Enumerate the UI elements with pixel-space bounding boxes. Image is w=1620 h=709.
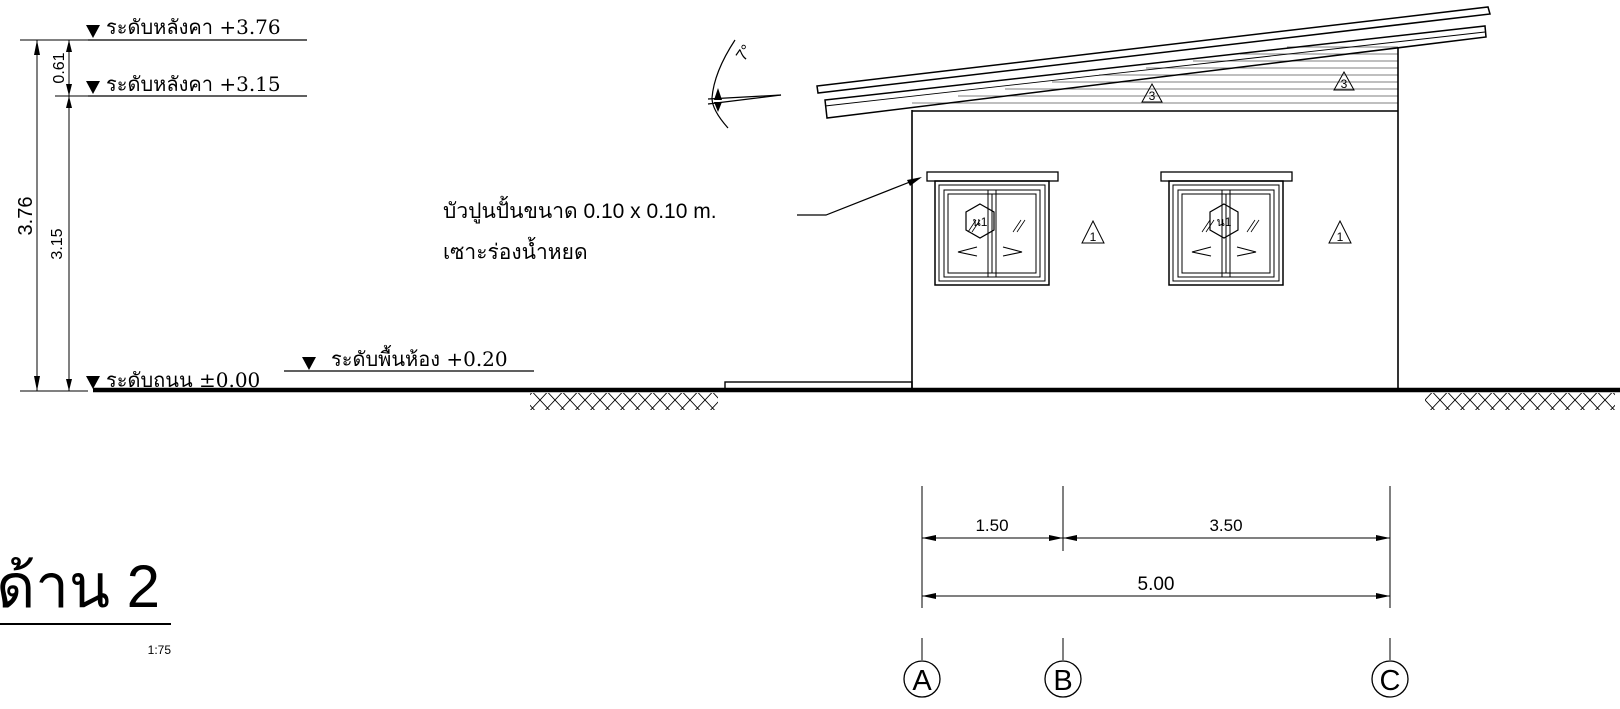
svg-text:A: A	[912, 665, 932, 697]
svg-text:B: B	[1053, 665, 1072, 697]
roof-fascia	[824, 25, 1487, 119]
svg-text:3: 3	[1341, 77, 1348, 91]
callout-arrow-icon	[907, 177, 922, 186]
window-left: น1	[926, 171, 1059, 286]
soil-hatch-left	[530, 393, 718, 410]
ground	[93, 381, 1620, 410]
callout-line-2: เซาะร่องน้ำหยด	[443, 237, 588, 264]
level-triangle-icon	[86, 81, 100, 94]
view-title-block: ด้าน 2 1:75	[0, 553, 171, 657]
building-elevation: 3 3 น1	[816, 6, 1491, 390]
level-label-floor: ระดับพื้นห้อง +0.20	[331, 345, 508, 371]
dimension-a-b: 1.50	[975, 516, 1008, 535]
level-label-roof-top: ระดับหลังคา +3.76	[106, 15, 281, 39]
level-label-roof-low: ระดับหลังคา +3.15	[106, 72, 281, 96]
level-triangle-icon	[86, 376, 100, 389]
window-right: น1	[1160, 171, 1293, 286]
grid-axis-markers: A B C	[903, 638, 1409, 698]
svg-text:1: 1	[1090, 230, 1097, 244]
dimension-a-c: 5.00	[1138, 574, 1175, 595]
svg-text:3: 3	[1149, 89, 1156, 103]
svg-text:C: C	[1380, 665, 1401, 697]
material-tag-fascia-right: 3	[1333, 70, 1355, 91]
level-triangle-icon	[86, 25, 100, 38]
level-markers: ระดับหลังคา +3.76 ระดับหลังคา +3.15 ระดั…	[20, 15, 534, 392]
dimension-b-c: 3.50	[1209, 516, 1242, 535]
roof-sheet	[816, 6, 1491, 94]
view-scale: 1:75	[148, 643, 172, 657]
grid-bubble-a: A	[903, 638, 941, 698]
material-tag-wall-left: 1	[1081, 219, 1105, 244]
material-tag-wall-right: 1	[1328, 219, 1352, 244]
grid-bubble-b: B	[1044, 638, 1082, 698]
dimension-upper-height: 0.61	[51, 52, 68, 83]
soil-hatch-right	[1425, 393, 1615, 410]
grid-bubble-c: C	[1371, 638, 1409, 698]
molding-callout: บัวปูนปั้นขนาด 0.10 x 0.10 m. เซาะร่องน้…	[443, 177, 922, 264]
view-title: ด้าน 2	[0, 553, 160, 620]
svg-text:1: 1	[1337, 230, 1344, 244]
window-tag-hexagon: น1	[965, 203, 995, 239]
vertical-dimensions: 3.76 0.61 3.15	[15, 40, 72, 391]
roof-angle-symbol: 7°	[707, 39, 782, 129]
callout-line-1: บัวปูนปั้นขนาด 0.10 x 0.10 m.	[443, 196, 717, 224]
dimension-lower-height: 3.15	[49, 228, 66, 259]
level-marker-floor: ระดับพื้นห้อง +0.20	[284, 345, 534, 372]
level-marker-roof-top: ระดับหลังคา +3.76	[86, 15, 307, 41]
level-triangle-icon	[302, 357, 316, 370]
material-tag-fascia-left: 3	[1141, 82, 1163, 103]
svg-text:น1: น1	[973, 215, 988, 229]
window-tag-hexagon: น1	[1209, 203, 1239, 239]
roof-angle-label: 7°	[733, 42, 756, 64]
horizontal-dimensions: 1.50 3.50 5.00	[921, 486, 1391, 608]
svg-text:น1: น1	[1217, 215, 1232, 229]
dimension-total-height: 3.76	[15, 197, 37, 236]
level-marker-roof-low: ระดับหลังคา +3.15	[86, 72, 307, 97]
window-sill-molding	[1160, 171, 1293, 182]
window-sill-molding	[926, 171, 1059, 182]
